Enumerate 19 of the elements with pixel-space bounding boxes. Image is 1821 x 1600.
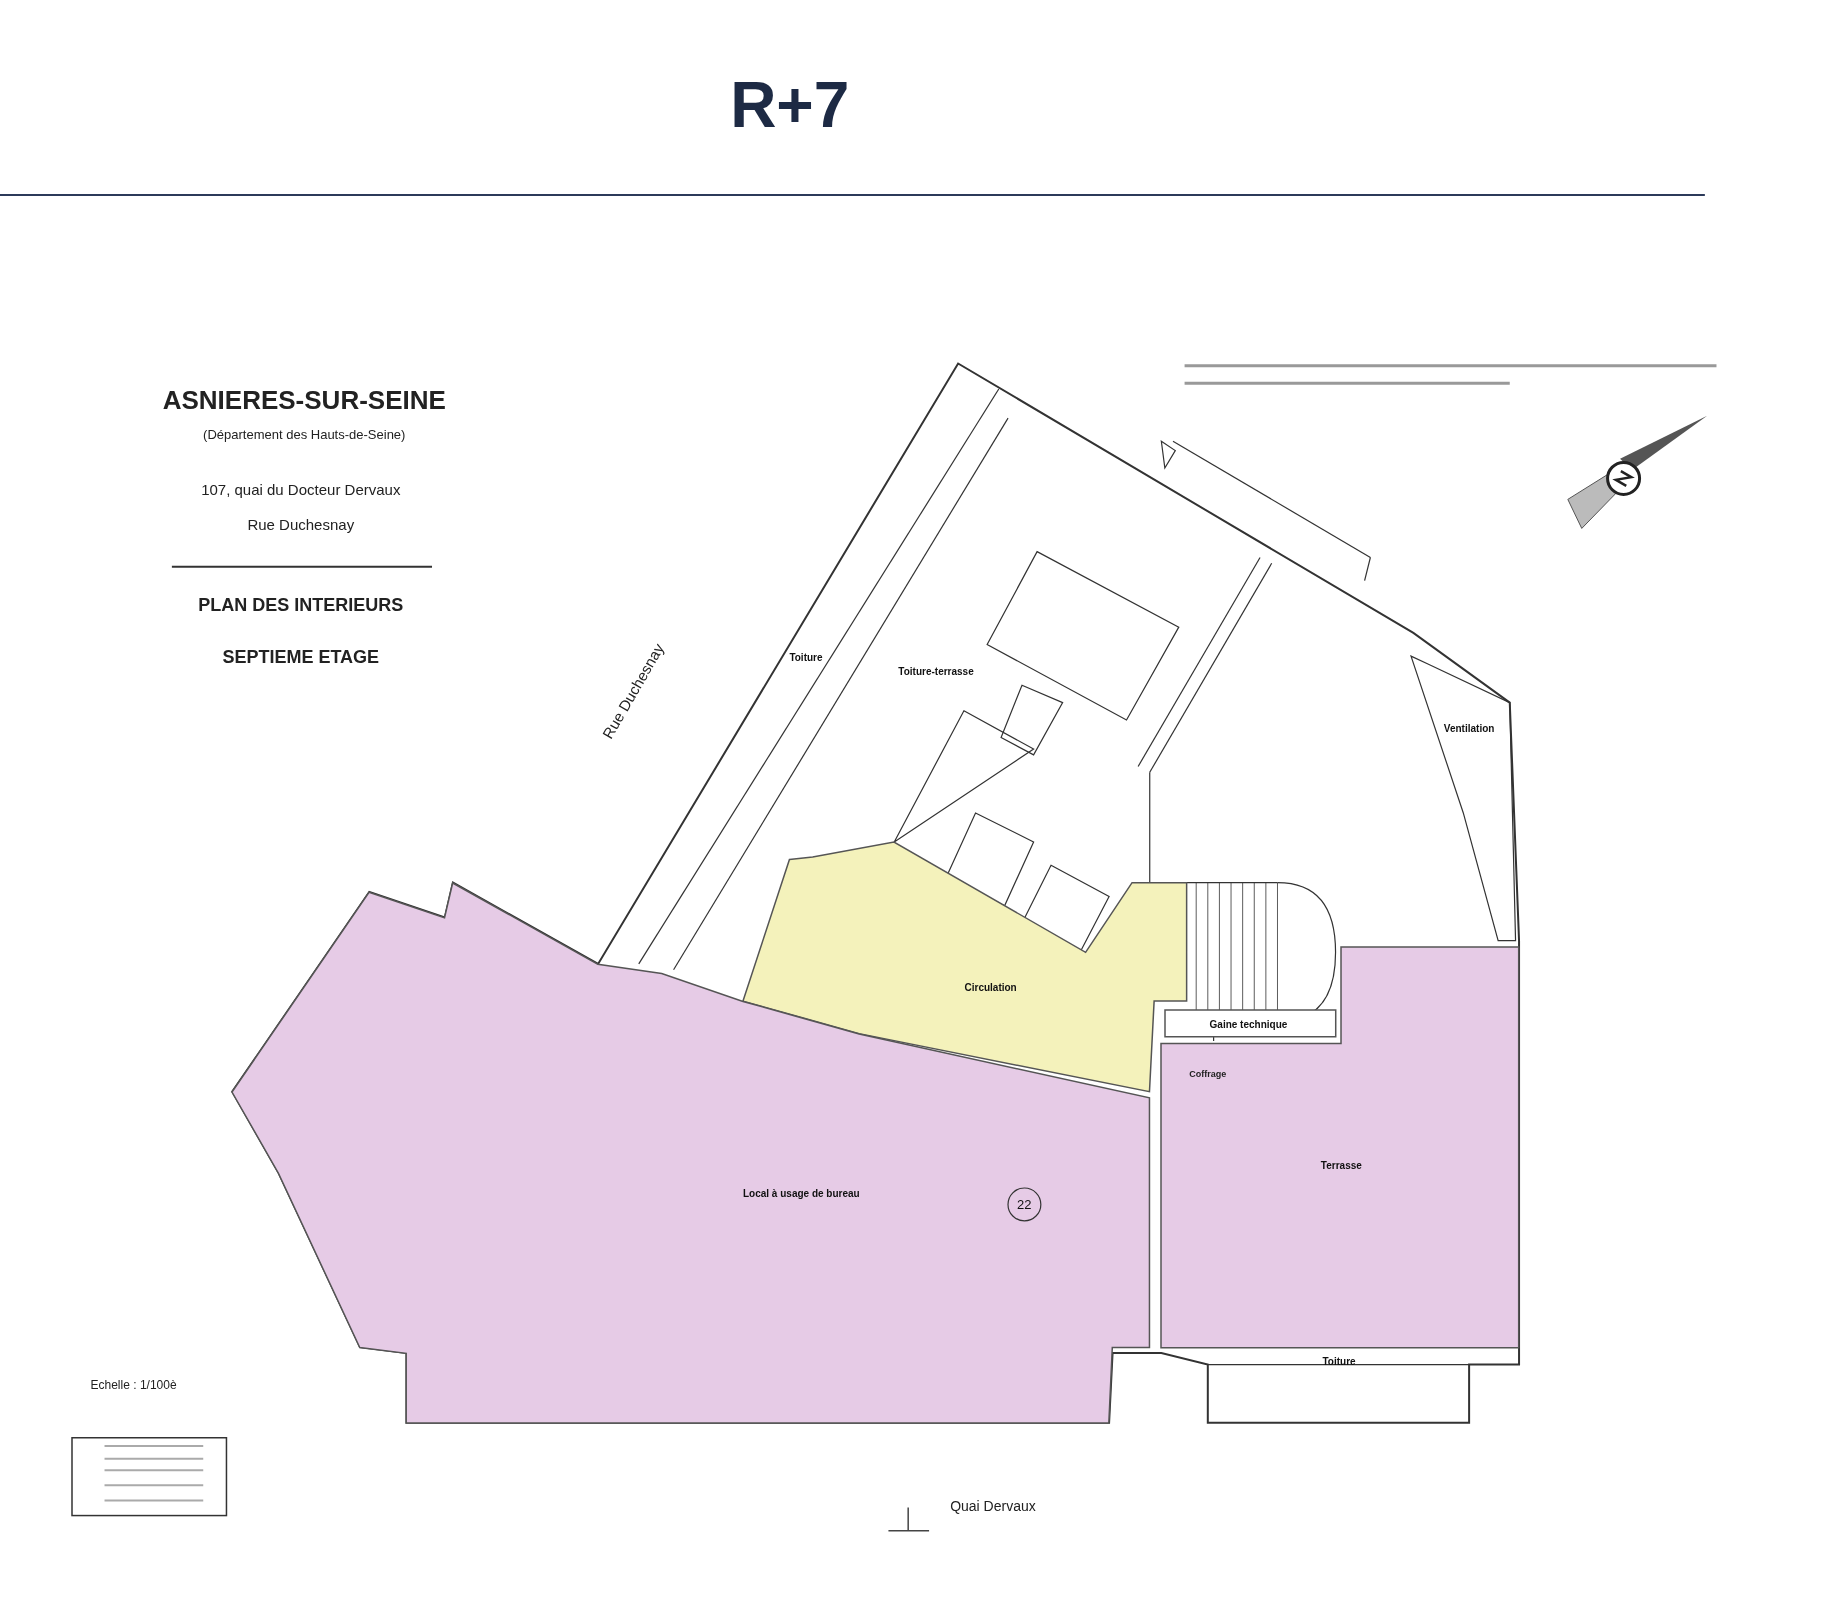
- room-number: 22: [1017, 1196, 1032, 1212]
- room-name: Toiture-terrasse: [898, 665, 974, 677]
- room-name: Toiture: [789, 651, 823, 663]
- room-name: Gaine technique: [1209, 1018, 1288, 1030]
- room-name: Terrasse: [1320, 1159, 1362, 1171]
- area-label: Coffrage: [1189, 1069, 1227, 1080]
- scale-text: Echelle : 1/100è: [90, 1378, 177, 1393]
- place-heading: ASNIERES-SUR-SEINE: [162, 384, 446, 415]
- street-name: Quai Dervaux: [950, 1498, 1036, 1515]
- room-name: Local à usage de bureau: [742, 1187, 860, 1199]
- plan-heading: SEPTIEME ETAGE: [222, 646, 380, 668]
- room-name: Circulation: [964, 981, 1017, 993]
- room-name: Ventilation: [1443, 722, 1495, 734]
- plan-heading: PLAN DES INTERIEURS: [198, 594, 404, 616]
- address-text: 107, quai du Docteur Dervaux: [201, 480, 401, 498]
- page-title: R+7: [730, 67, 850, 142]
- room-name: Toiture: [1322, 1355, 1356, 1367]
- place-subtitle: (Département des Hauts-de-Seine): [203, 426, 406, 442]
- address-text: Rue Duchesnay: [247, 515, 355, 533]
